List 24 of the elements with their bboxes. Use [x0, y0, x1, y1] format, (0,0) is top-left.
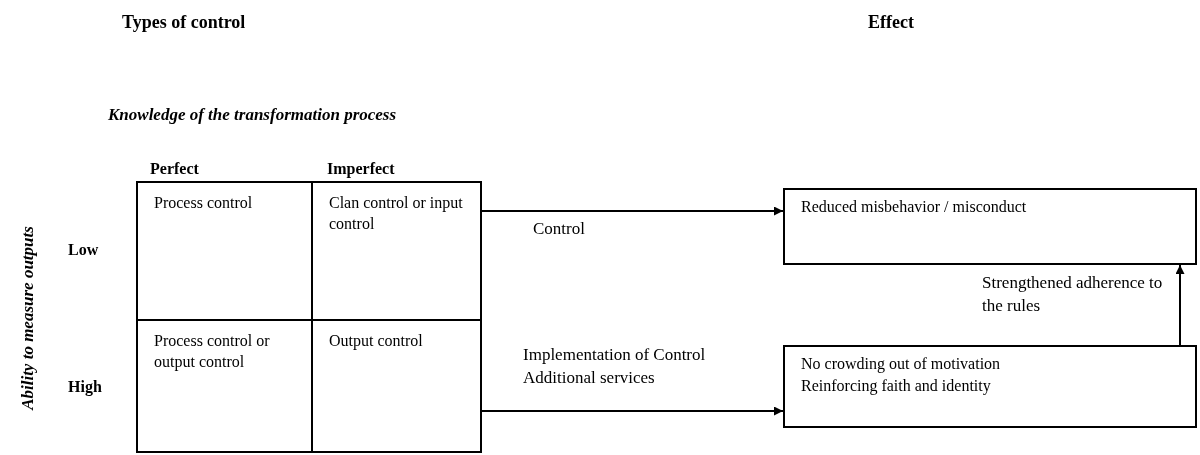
cell-text: Process control or output control: [154, 331, 271, 373]
row-label: High: [68, 378, 102, 396]
cell-text: Clan control or input control: [329, 193, 464, 234]
effect-box: [783, 188, 1197, 265]
arrow: [481, 406, 784, 416]
matrix-cell: [136, 181, 313, 321]
effect-text: No crowding out of motivation: [801, 354, 1001, 375]
cell-text: Output control: [329, 331, 423, 352]
cell-text: Process control: [154, 193, 253, 213]
effect-text: Reduced misbehavior / misconduct: [801, 197, 1027, 217]
effect-box: [783, 345, 1197, 428]
column-label: Imperfect: [327, 160, 395, 178]
matrix-cell: [136, 319, 313, 453]
effect-text: Reinforcing faith and identity: [801, 375, 991, 397]
axis-title: Ability to measure outputs: [18, 226, 38, 410]
column-heading: Types of control: [122, 12, 246, 33]
matrix-cell: [311, 181, 482, 321]
matrix-cell: [311, 319, 482, 453]
column-heading: Effect: [868, 12, 914, 33]
row-label: Low: [68, 241, 99, 259]
arrow: [481, 206, 784, 216]
column-label: Perfect: [150, 160, 199, 178]
arrow: [1175, 264, 1185, 346]
axis-title: Knowledge of the transformation process: [108, 105, 397, 125]
